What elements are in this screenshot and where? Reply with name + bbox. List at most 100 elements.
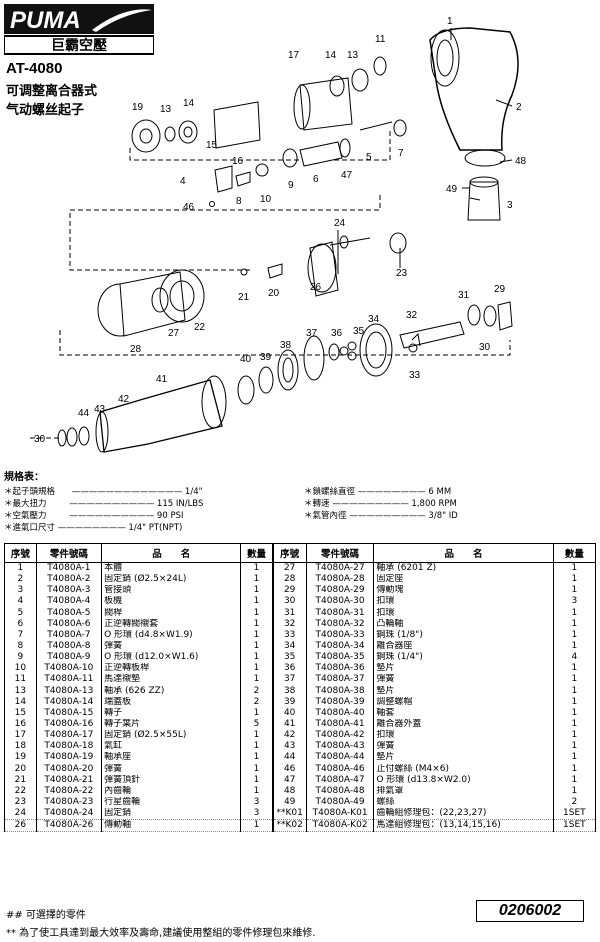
table-cell: T4080A-8 <box>35 640 103 653</box>
table-cell: 1 <box>240 741 274 753</box>
table-cell: 1 <box>552 674 597 686</box>
table-cell: 固定銷 <box>101 808 242 821</box>
table-cell: 11 <box>4 674 37 686</box>
table-cell: 彈簧頂針 <box>101 774 242 786</box>
table-cell: 1 <box>552 707 597 719</box>
table-cell: 正逆轉板桿 <box>101 663 242 675</box>
table-cell: 彈簧 <box>373 741 554 753</box>
table-cell: T4080A-40 <box>305 707 375 719</box>
table-cell: 固定座 <box>373 574 554 586</box>
callout: 5 <box>366 152 372 163</box>
table-cell: 16 <box>4 718 37 731</box>
callout: 44 <box>78 408 90 419</box>
callout: 20 <box>268 288 280 299</box>
table-cell: 1SET <box>552 819 597 833</box>
table-cell: 1 <box>552 763 597 775</box>
table-cell: 17 <box>4 730 37 742</box>
callout: 24 <box>334 218 346 229</box>
table-cell: 1 <box>552 607 597 619</box>
table-cell: T4080A-24 <box>35 808 103 821</box>
table-cell: 32 <box>271 618 307 630</box>
callout: 39 <box>260 352 272 363</box>
table-cell: 馬達組修理包：(13,14,15,16) <box>373 819 554 833</box>
table-cell: T4080A-4 <box>35 596 103 608</box>
callout: 32 <box>406 310 418 321</box>
callout: 28 <box>130 344 142 355</box>
col-header: 品 名 <box>373 543 554 563</box>
table-cell: 46 <box>271 763 307 775</box>
table-cell: 1 <box>552 640 597 653</box>
footnote-optional: ## 可選擇的零件 <box>6 910 86 921</box>
table-cell: 彈簧 <box>101 763 242 775</box>
table-cell: 彈簧 <box>101 640 242 653</box>
puma-logo: PUMA 巨霸空壓 <box>4 4 154 55</box>
col-header: 數量 <box>240 543 274 563</box>
table-cell: 1 <box>552 685 597 697</box>
table-cell: 1 <box>552 696 597 708</box>
table-cell: T4080A-5 <box>35 607 103 619</box>
table-cell: 彈簧 <box>373 674 554 686</box>
table-cell: 1 <box>552 585 597 597</box>
table-cell: 1 <box>240 674 274 686</box>
product-title-line1: 可调整离合器式 <box>6 84 98 99</box>
table-cell: 20 <box>4 763 37 775</box>
table-cell: 1 <box>552 774 597 786</box>
table-cell: 1 <box>240 752 274 764</box>
table-cell: T4080A-32 <box>305 618 375 630</box>
table-cell: 墊片 <box>373 752 554 764</box>
col-header: 零件號碼 <box>35 543 103 563</box>
table-cell: 內齒輪 <box>101 785 242 797</box>
table-cell: 6 <box>4 618 37 630</box>
table-cell: O 形環 (d13.8×W2.0) <box>373 774 554 786</box>
table-cell: T4080A-19 <box>35 752 103 764</box>
table-cell: 氣缸 <box>101 741 242 753</box>
table-cell: O 形環 (d4.8×W1.9) <box>101 629 242 641</box>
callout: 22 <box>194 322 206 333</box>
table-cell: 1 <box>240 819 274 833</box>
table-cell: 1 <box>240 707 274 719</box>
table-cell: 30 <box>271 596 307 608</box>
table-cell: T4080A-17 <box>35 730 103 742</box>
callout: 13 <box>160 104 172 115</box>
table-cell: 1 <box>552 741 597 753</box>
table-cell: 41 <box>271 718 307 731</box>
spec-title: 規格表： <box>4 472 44 483</box>
table-cell: 1 <box>240 663 274 675</box>
col-header: 序號 <box>4 543 37 563</box>
callout: 48 <box>515 156 527 167</box>
table-cell: T4080A-47 <box>305 774 375 786</box>
table-cell: 14 <box>4 696 37 708</box>
table-cell: 1 <box>240 730 274 742</box>
callout: 36 <box>331 328 343 339</box>
spec-section: 規格表： ＊起子頭規格 ————————————— 1/4" ＊最大扭力 ———… <box>4 468 594 537</box>
table-cell: T4080A-27 <box>305 562 375 575</box>
callout: 23 <box>396 268 408 279</box>
table-cell: 1 <box>552 562 597 575</box>
callout: 2 <box>516 102 522 113</box>
spec-label: ＊轉速 <box>304 499 330 509</box>
callout: 31 <box>458 290 470 301</box>
spec-value: 1,800 RPM <box>411 499 457 509</box>
table-cell: T4080A-29 <box>305 585 375 597</box>
table-cell: 鋼珠 (1/4") <box>373 652 554 664</box>
table-cell: T4080A-10 <box>35 663 103 675</box>
table-cell: 1 <box>240 640 274 653</box>
callout: 13 <box>347 50 359 61</box>
table-cell: 轉子 <box>101 707 242 719</box>
table-cell: T4080A-41 <box>305 718 375 731</box>
callout: 7 <box>398 148 404 159</box>
table-cell: 傳動塊 <box>373 585 554 597</box>
spec-grid: ＊起子頭規格 ————————————— 1/4" ＊最大扭力 ————————… <box>4 487 458 533</box>
table-cell: 10 <box>4 663 37 675</box>
table-cell: 31 <box>271 607 307 619</box>
table-cell: 墊片 <box>373 685 554 697</box>
table-cell: 42 <box>271 730 307 742</box>
table-cell: 板機 <box>101 596 242 608</box>
